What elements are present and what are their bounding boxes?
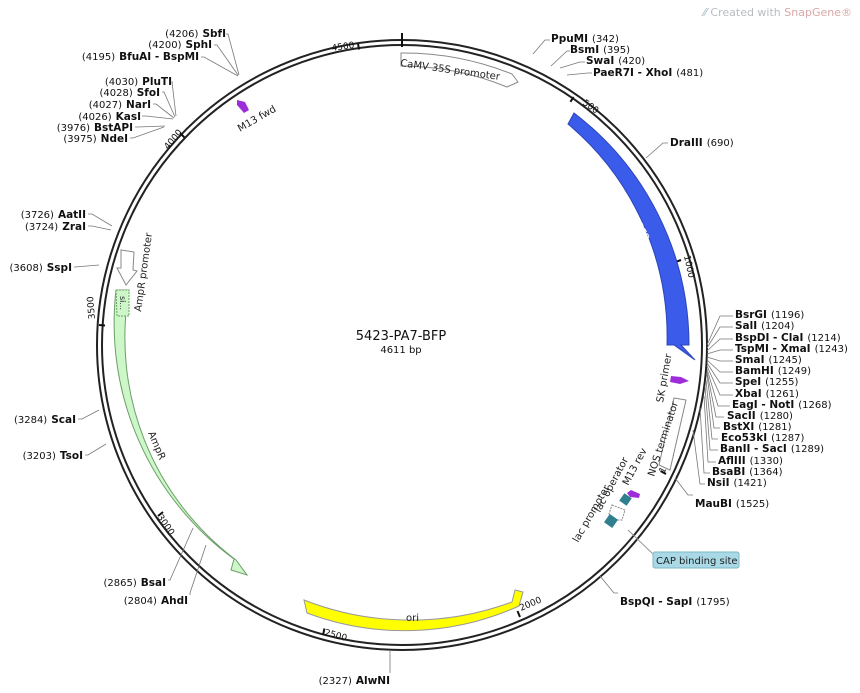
tick-mark [569,96,575,103]
site-nari[interactable]: (4027)NarI [89,99,151,111]
site-smai[interactable]: SmaI(1245) [735,354,802,366]
tick-label-3000: 3000 [155,513,176,538]
site-nsii[interactable]: NsiI(1421) [707,477,767,489]
site-afliii[interactable]: AflIII(1330) [718,455,783,467]
plasmid-name: 5423-PA7-BFP [356,329,447,344]
site-spei[interactable]: SpeI(1255) [735,376,798,388]
feature-ampr-promoter[interactable] [116,249,138,286]
cap-callout: CAP binding site [627,529,740,569]
site-scai[interactable]: (3284)ScaI [14,414,76,426]
tick-mark [516,610,521,618]
site-ppumi[interactable]: PpuMI(342) [551,33,619,45]
site-alwni[interactable]: (2327)AlwNI [319,675,390,687]
site-bspqi-sapi[interactable]: BspQI - SapI(1795) [620,596,730,608]
site-ahdi[interactable]: (2804)AhdI [124,595,188,607]
feature-cap-binding-site[interactable] [604,514,618,528]
site-xbai[interactable]: XbaI(1261) [735,388,799,400]
site-eagi-noti[interactable]: EagI - NotI(1268) [732,399,832,411]
site-bfuai-bspmi[interactable]: (4195)BfuAI - BspMI [82,51,199,63]
restriction-sites-left: (2327)AlwNI (2804)AhdI (2865)BsaI (3203)… [9,28,390,687]
cap-callout-label: CAP binding site [656,556,738,567]
feature-signal-sequence[interactable] [115,289,130,317]
tick-mark [98,324,106,327]
tick-label-500: 500 [580,98,600,116]
site-tsoi[interactable]: (3203)TsoI [23,450,83,462]
snapgene-logo-icon: ⁄⁄ [703,6,711,19]
feature-ori[interactable] [303,589,524,632]
tick-mark [157,511,164,517]
site-bsabi[interactable]: BsaBI(1364) [712,466,783,478]
site-tspmi-xmai[interactable]: TspMI - XmaI(1243) [735,343,848,355]
feature-m13-fwd[interactable] [237,100,249,113]
feature-camv-35s-promoter[interactable] [400,52,519,88]
feature-lac-operator[interactable] [619,493,632,506]
site-pluti[interactable]: (4030)PluTI [105,76,172,88]
site-eco53ki[interactable]: Eco53kI(1287) [721,432,804,444]
site-bsmi[interactable]: BsmI(395) [570,44,630,56]
restriction-sites: PpuMI(342) BsmI(395) SwaI(420) PaeR7I - … [551,33,848,608]
site-draiii[interactable]: DraIII(690) [670,137,734,149]
site-bsrgi[interactable]: BsrGI(1196) [735,309,804,321]
feature-label-ori: ori [406,613,419,624]
tick-label-3500: 3500 [86,296,98,320]
feature-nos-terminator[interactable] [658,397,687,471]
site-sali[interactable]: SalI(1204) [735,320,795,332]
watermark: ⁄⁄ Created with SnapGene® [703,6,852,19]
tick-label-1000: 1000 [681,255,696,280]
site-ndei[interactable]: (3975)NdeI [63,133,128,145]
tick-mark [357,43,360,50]
site-banii-saci[interactable]: BanII - SacI(1289) [720,443,824,455]
feature-label-signal-sequence: si... [118,296,127,310]
tick-mark [660,470,667,475]
site-zrai[interactable]: (3724)ZraI [25,221,86,233]
tick-mark [322,628,326,636]
cap-callout-box [652,551,740,569]
feature-m13-rev[interactable] [627,490,640,498]
feature-ebfp[interactable] [567,112,696,361]
feature-sk-primer[interactable] [670,376,689,384]
site-bsai[interactable]: (2865)BsaI [103,577,166,589]
feature-lac-promoter[interactable] [608,504,626,521]
watermark-text: Created with [710,6,785,19]
site-maubi[interactable]: MauBI(1525) [695,498,769,510]
site-paer7i-xhoi[interactable]: PaeR7I - XhoI(481) [593,67,703,79]
site-sphi[interactable]: (4200)SphI [148,39,212,51]
site-bstapi[interactable]: (3976)BstAPI [57,122,133,134]
site-bspdi-clai[interactable]: BspDI - ClaI(1214) [735,332,841,344]
plasmid-size: 4611 bp [380,345,421,356]
cap-callout-line [627,529,656,557]
site-sacii[interactable]: SacII(1280) [727,410,793,422]
site-sfoi[interactable]: (4028)SfoI [99,87,160,99]
site-aatii[interactable]: (3726)AatII [21,209,86,221]
tick-label-4500: 4500 [331,41,355,54]
site-kasi[interactable]: (4026)KasI [78,111,141,123]
site-sspi[interactable]: (3608)SspI [9,262,72,274]
site-bamhi[interactable]: BamHI(1249) [735,365,811,377]
feature-label-lac-promoter: lac promoter [571,483,613,545]
site-leader-lines [74,33,733,673]
watermark-brand: SnapGene® [784,6,852,19]
feature-ampr[interactable] [113,289,249,576]
site-sbfi[interactable]: (4206)SbfI [165,28,226,40]
site-swai[interactable]: SwaI(420) [586,55,645,67]
site-bstxi[interactable]: BstXI(1281) [723,421,792,433]
tick-mark [179,132,186,139]
